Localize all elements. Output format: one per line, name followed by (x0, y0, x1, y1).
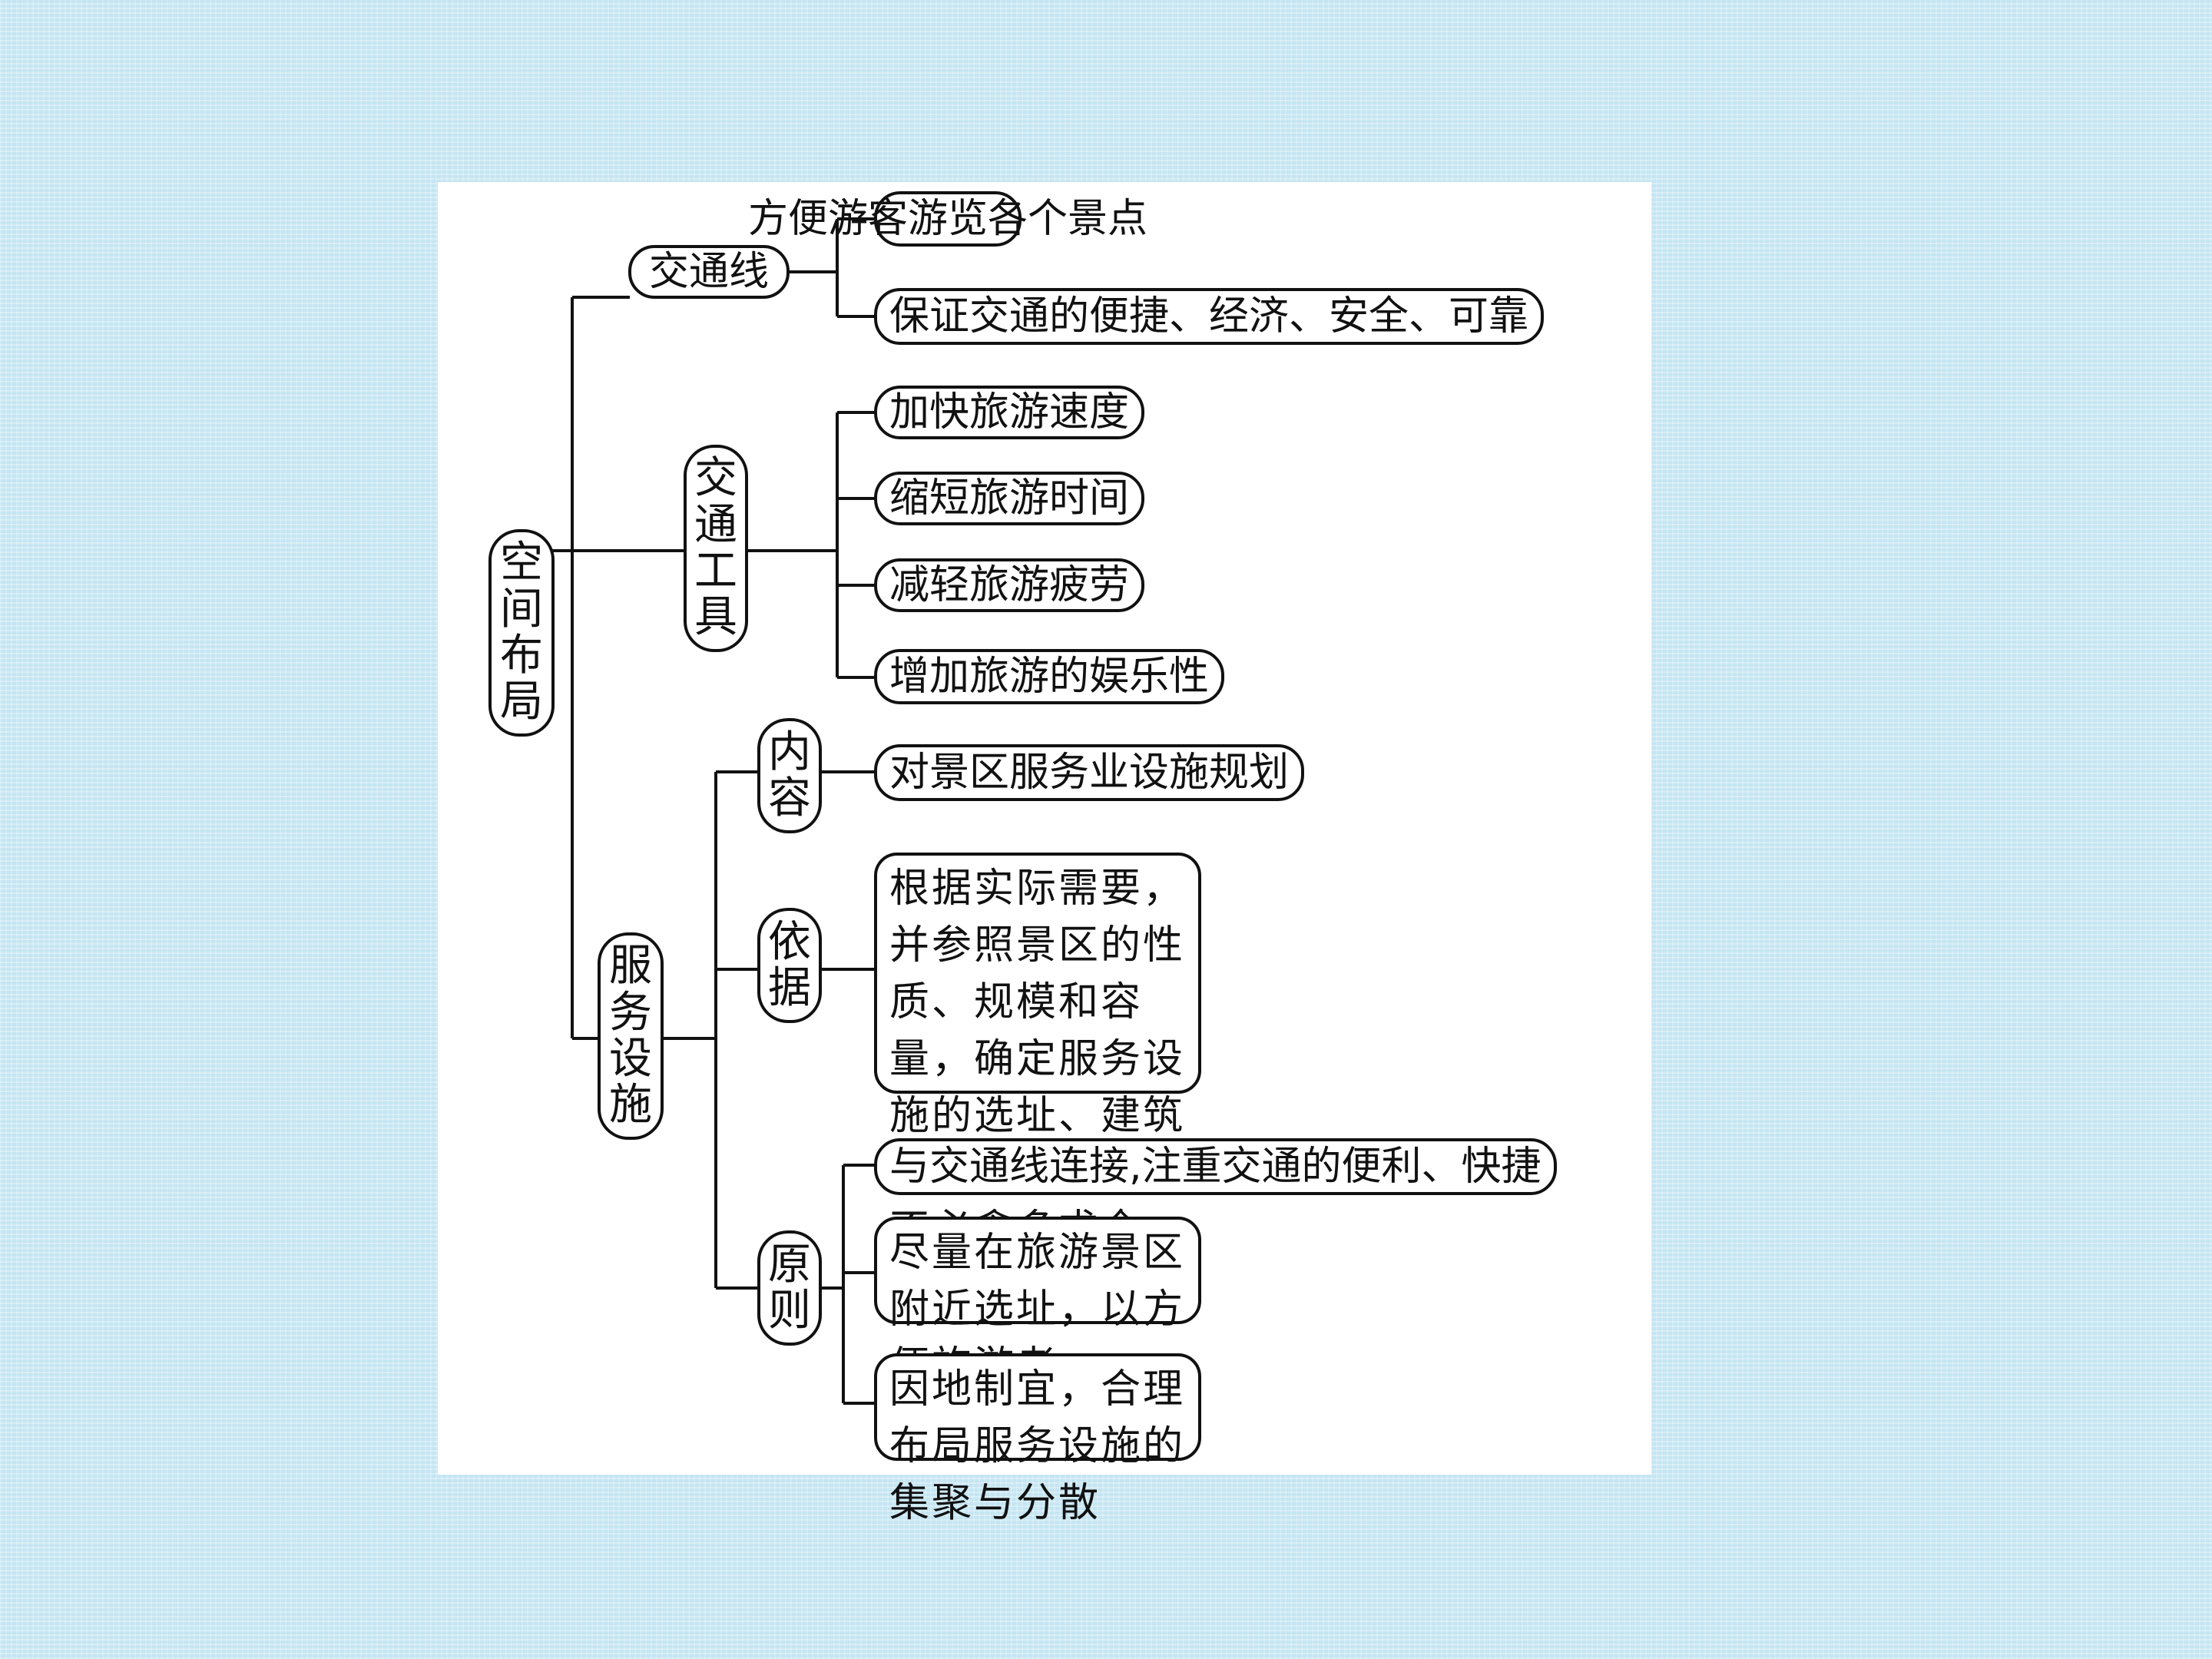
node-content: 内容 (757, 718, 822, 833)
leaf-basis-text: 根据实际需要，并参照景区的性质、规模和容量，确定服务设施的选址、建筑风格和规模等… (889, 866, 1186, 1253)
leaf-traffic-line-1-text: 方便游客游览各个景点 (748, 196, 1148, 242)
leaf-vehicles-1-text: 加快旅游速度 (889, 389, 1130, 435)
leaf-vehicles-3-text: 减轻旅游疲劳 (889, 562, 1130, 608)
node-traffic-line: 交通线 (628, 245, 790, 299)
node-content-label: 内容 (768, 727, 811, 823)
node-basis-label: 依据 (768, 916, 811, 1013)
node-services-label: 服务设施 (609, 941, 652, 1131)
leaf-content-text: 对景区服务业设施规划 (889, 750, 1290, 796)
leaf-traffic-line-2: 保证交通的便捷、经济、安全、可靠 (874, 288, 1545, 345)
leaf-vehicles-2-text: 缩短旅游时间 (889, 475, 1130, 522)
node-services: 服务设施 (598, 932, 664, 1140)
leaf-vehicles-4: 增加旅游的娱乐性 (874, 649, 1225, 704)
node-root-label: 空间布局 (500, 538, 543, 727)
leaf-principles-2: 尽量在旅游景区附近选址，以方便旅游者 (874, 1217, 1201, 1389)
diagram-panel: 空间布局 交通线 方便游客游览各个景点 保证交通的便捷、经济、安全、可靠 交通工… (438, 182, 1651, 1526)
connector-lines (551, 217, 876, 1405)
leaf-basis: 根据实际需要，并参照景区的性质、规模和容量，确定服务设施的选址、建筑风格和规模等… (874, 853, 1201, 1253)
connector-traffic-line (786, 217, 876, 318)
leaf-traffic-line-1: 方便游客游览各个景点 (748, 191, 1147, 247)
node-root: 空间布局 (488, 529, 555, 737)
node-vehicles-label: 交通工具 (694, 453, 737, 643)
connector-vehicles (745, 411, 876, 679)
leaf-principles-1: 与交通线连接,注重交通的便利、快捷 (874, 1138, 1557, 1195)
leaf-vehicles-1: 加快旅游速度 (874, 386, 1145, 439)
leaf-principles-3: 因地制宜，合理布局服务设施的集聚与分散 (874, 1353, 1201, 1526)
node-traffic-line-label: 交通线 (648, 249, 769, 295)
connector-root (571, 296, 684, 1040)
connector-principles (820, 1164, 876, 1405)
leaf-traffic-line-2-text: 保证交通的便捷、经济、安全、可靠 (889, 293, 1529, 339)
leaf-vehicles-2: 缩短旅游时间 (874, 472, 1145, 525)
node-principles: 原则 (757, 1230, 822, 1346)
leaf-vehicles-3: 减轻旅游疲劳 (874, 558, 1145, 612)
leaf-vehicles-4-text: 增加旅游的娱乐性 (889, 654, 1210, 700)
node-vehicles: 交通工具 (684, 445, 748, 652)
leaf-principles-3-text: 因地制宜，合理布局服务设施的集聚与分散 (889, 1366, 1186, 1526)
node-basis: 依据 (757, 908, 822, 1023)
leaf-content: 对景区服务业设施规划 (874, 744, 1305, 801)
connector-services (661, 770, 760, 1290)
node-principles-label: 原则 (768, 1239, 811, 1336)
leaf-principles-1-text: 与交通线连接,注重交通的便利、快捷 (889, 1144, 1541, 1190)
